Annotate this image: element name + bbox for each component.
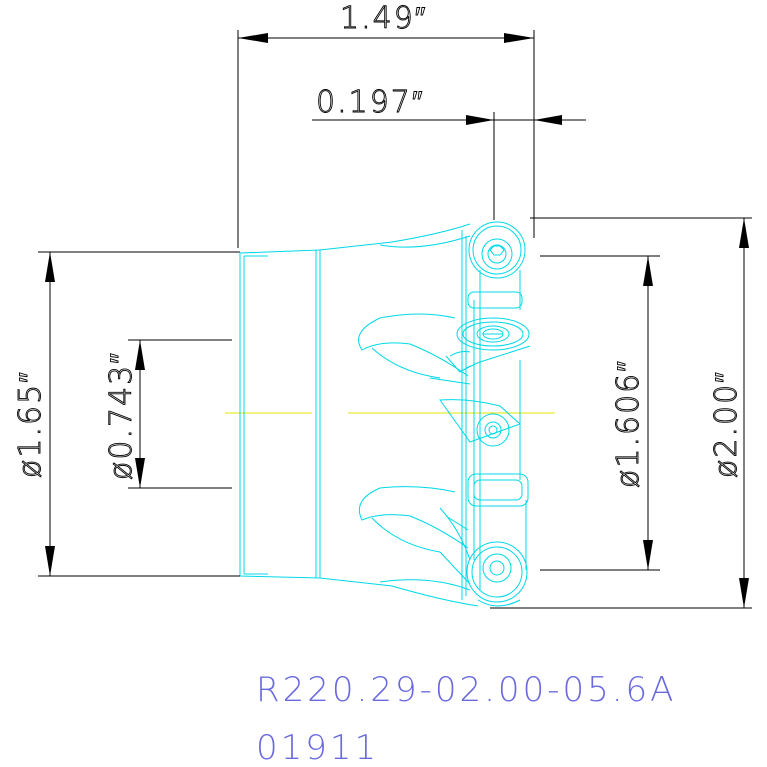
dimension-body-diameter-label: ø1.65″	[13, 370, 48, 478]
dimension-insert-offset-label: 0.197″	[316, 85, 425, 120]
dimension-bore-diameter-label: ø0.743″	[104, 351, 139, 480]
drawing-number: 01911	[256, 728, 380, 767]
dimension-insert-offset: 0.197″	[312, 85, 586, 220]
dimension-cutting-diameter: ø2.00″	[490, 217, 752, 609]
dimension-body-diameter: ø1.65″	[13, 251, 240, 577]
dimension-overall-length: 1.49″	[237, 1, 535, 248]
dimension-insert-inner-diameter: ø1.606″	[540, 255, 660, 571]
cutter-body	[239, 221, 531, 607]
dimension-insert-inner-diameter-label: ø1.606″	[611, 359, 646, 488]
dimension-bore-diameter: ø0.743″	[104, 339, 232, 489]
part-number: R220.29-02.00-05.6A	[256, 670, 677, 710]
dimension-cutting-diameter-label: ø2.00″	[709, 370, 744, 478]
dimension-overall-length-label: 1.49″	[340, 1, 427, 36]
